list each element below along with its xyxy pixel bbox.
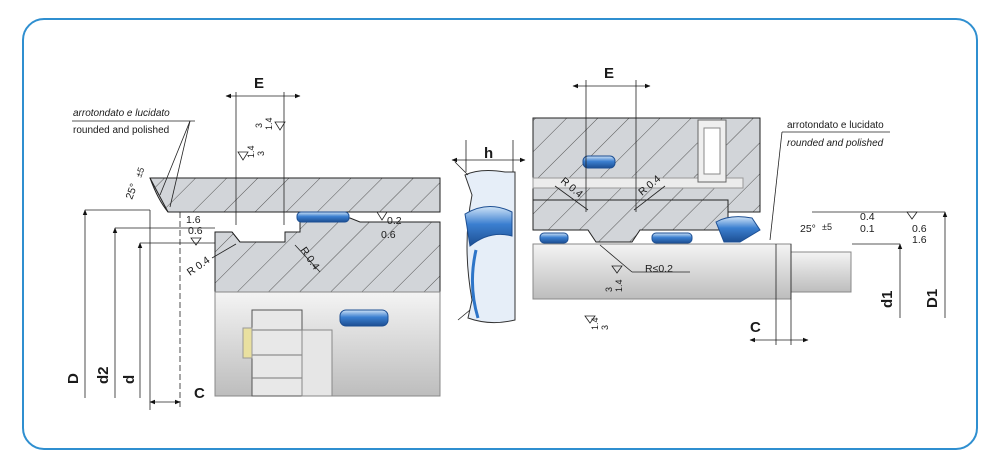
right-view: arrotondato e lucidato rounded and polis… bbox=[532, 65, 948, 345]
right-dim-E: E bbox=[604, 65, 614, 82]
right-rod bbox=[532, 243, 792, 300]
right-angle-tol: ±5 bbox=[822, 222, 832, 232]
left-surf-a14: 1.4 bbox=[246, 145, 256, 158]
right-seal-left bbox=[539, 232, 569, 244]
right-surf-b14: 1.4 bbox=[590, 317, 600, 330]
left-view: arrotondato e lucidato rounded and polis… bbox=[65, 75, 441, 410]
left-surf-a3: 3 bbox=[256, 151, 266, 156]
left-note-english: rounded and polished bbox=[73, 125, 169, 136]
right-note-english: rounded and polished bbox=[787, 138, 884, 149]
left-surf-b14: 1.4 bbox=[264, 117, 274, 130]
left-hex-nut bbox=[251, 309, 303, 397]
left-dim-C: C bbox=[194, 385, 205, 402]
left-seal-top bbox=[296, 211, 350, 223]
right-seal-mid bbox=[651, 232, 693, 244]
right-angle: 25° bbox=[800, 223, 816, 235]
right-dim-D1: D1 bbox=[924, 289, 941, 308]
right-surf-a3: 3 bbox=[604, 287, 614, 292]
left-finish-02: 0.2 bbox=[387, 215, 402, 227]
right-val-01: 0.1 bbox=[860, 223, 875, 235]
left-surf-b3: 3 bbox=[254, 123, 264, 128]
left-dim-d2: d2 bbox=[95, 366, 112, 384]
middle-seal-profile: h bbox=[451, 140, 526, 324]
left-note-italian: arrotondato e lucidato bbox=[73, 108, 170, 119]
right-dim-d1: d1 bbox=[879, 290, 896, 308]
right-surf-b3: 3 bbox=[600, 325, 610, 330]
left-val-06: 0.6 bbox=[188, 225, 203, 237]
mid-dim-h: h bbox=[484, 145, 493, 162]
right-radius-le: R≤0.2 bbox=[645, 263, 673, 275]
left-seal-lower bbox=[339, 309, 389, 327]
right-surf-a14: 1.4 bbox=[614, 279, 624, 292]
left-dim-D: D bbox=[65, 373, 82, 384]
right-surf-16: 1.6 bbox=[912, 234, 927, 246]
middle-seal-lip bbox=[464, 206, 513, 247]
left-angle: 25° bbox=[124, 182, 141, 201]
left-dim-E: E bbox=[254, 75, 264, 92]
left-val-16: 1.6 bbox=[186, 214, 201, 226]
right-surf-06: 0.6 bbox=[912, 223, 927, 235]
right-wiper-seal bbox=[715, 216, 761, 243]
left-dim-d: d bbox=[121, 375, 138, 384]
right-note-italian: arrotondato e lucidato bbox=[787, 120, 884, 131]
left-angle-tol: ±5 bbox=[133, 166, 146, 179]
right-piston-body bbox=[532, 199, 729, 243]
right-val-04: 0.4 bbox=[860, 211, 875, 223]
left-radius-1: R 0.4 bbox=[185, 254, 213, 278]
left-finish-06: 0.6 bbox=[381, 229, 396, 241]
left-housing-top bbox=[149, 177, 441, 213]
right-seal-top bbox=[582, 155, 616, 169]
right-dim-C: C bbox=[750, 319, 761, 336]
